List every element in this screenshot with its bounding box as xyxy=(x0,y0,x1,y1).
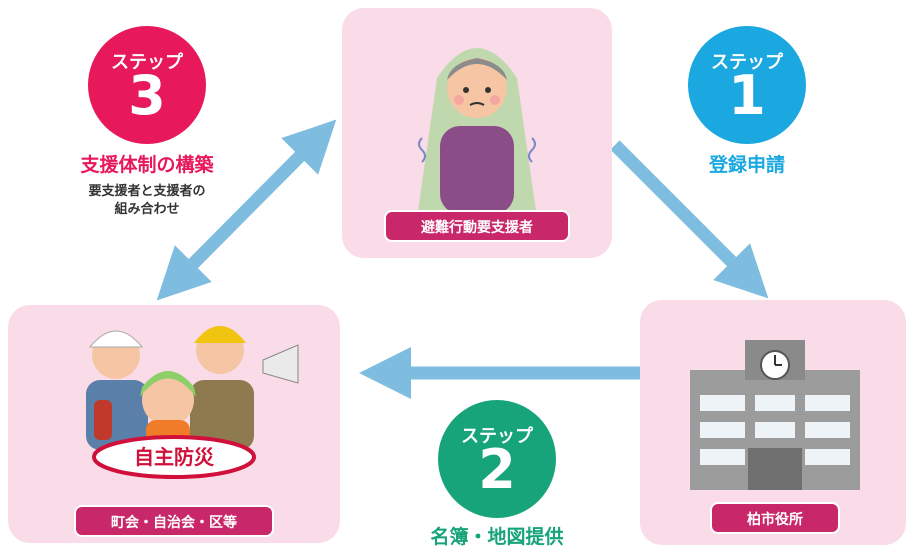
step2-caption: 名簿・地図提供 xyxy=(430,526,564,548)
megaphone-icon xyxy=(262,344,299,384)
step1-caption: 登録申請 xyxy=(708,154,785,176)
community-badge: 自主防災 xyxy=(134,445,214,469)
step2-word: ステップ xyxy=(461,426,533,447)
step3-word: ステップ xyxy=(111,52,183,73)
volunteers-icon xyxy=(86,326,299,479)
city-card: 柏市役所 xyxy=(640,300,906,545)
step1-number: 1 xyxy=(728,64,766,127)
step3-subcaption-line2: 組み合わせ xyxy=(114,202,180,217)
step2-number: 2 xyxy=(478,438,516,501)
elderly-person-icon xyxy=(417,48,537,218)
fire-extinguisher-icon xyxy=(94,400,112,440)
step3-caption: 支援体制の構築 xyxy=(80,154,214,176)
center-label: 避難行動要支援者 xyxy=(384,210,570,242)
step3-number: 3 xyxy=(128,64,166,127)
community-label: 町会・自治会・区等 xyxy=(74,505,274,537)
step3-badge: ステップ 3 xyxy=(88,26,206,144)
city-label: 柏市役所 xyxy=(710,502,840,534)
step1-badge: ステップ 1 xyxy=(688,26,806,144)
step3-subcaption-line1: 要支援者と支援者の xyxy=(88,184,206,199)
city-hall-icon xyxy=(690,340,860,490)
step1-word: ステップ xyxy=(711,52,783,73)
center-card: 避難行動要支援者 xyxy=(342,8,612,258)
arrow-step3 xyxy=(156,119,337,301)
arrow-step1 xyxy=(610,140,769,299)
community-card: 自主防災 町会・自治会・区等 xyxy=(8,305,340,543)
step2-badge: ステップ 2 xyxy=(438,400,556,518)
